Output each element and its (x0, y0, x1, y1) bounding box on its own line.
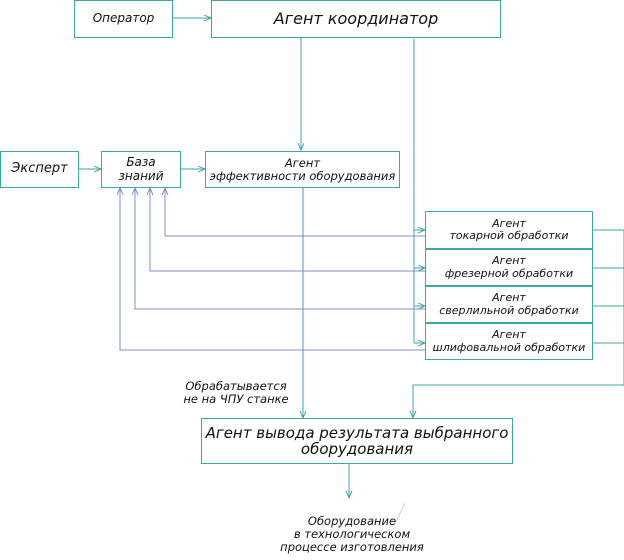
label-not-cnc-line2: не на ЧПУ станке (183, 392, 289, 407)
node-turning-line2: токарной обработки (449, 229, 569, 242)
node-expert-label: Эксперт (11, 161, 68, 177)
node-coordinator-label: Агент координатор (273, 9, 439, 29)
node-knowledge-base: База знаний (101, 151, 181, 188)
node-drilling-agent: Агент сверлильной обработки (425, 286, 593, 323)
label-result-line2: в технологическом (293, 527, 411, 542)
kb-line-milling (150, 188, 425, 272)
node-output-line1: Агент вывода результата выбранного (205, 423, 509, 442)
node-expert: Эксперт (0, 151, 79, 188)
node-grinding-agent: Агент шлифовальной обработки (425, 323, 593, 360)
arrow-return-to-output (413, 384, 624, 418)
node-turning-line1: Агент (492, 216, 526, 230)
node-drilling-line2: сверлильной обработки (439, 303, 579, 317)
check-mark-icon (390, 502, 406, 526)
label-result: Оборудование в технологическом процессе … (262, 514, 442, 555)
node-operator-label: Оператор (92, 11, 155, 26)
kb-line-turning (165, 188, 425, 237)
node-operator: Оператор (74, 0, 173, 38)
node-efficiency-line1: Агент (284, 155, 321, 170)
node-drilling-line1: Агент (492, 291, 526, 305)
return-line-right (593, 229, 624, 385)
node-milling-line1: Агент (492, 254, 526, 268)
node-grinding-line2: шлифовальной обработки (432, 340, 586, 354)
node-output-line2: оборудования (300, 440, 414, 458)
label-not-cnc-line1: Обрабатывается (185, 379, 287, 393)
node-turning-agent: Агент токарной обработки (425, 211, 593, 249)
node-milling-agent: Агент фрезерной обработки (425, 249, 593, 286)
node-milling-line2: фрезерной обработки (444, 266, 574, 280)
node-knowledge-base-label: База знаний (118, 155, 164, 183)
node-output-agent: Агент вывода результата выбранного обору… (201, 418, 513, 464)
node-grinding-line1: Агент (492, 328, 526, 342)
node-efficiency-line2: эффективности оборудования (209, 168, 396, 183)
node-efficiency-agent: Агент эффективности оборудования (205, 151, 400, 188)
label-not-cnc: Обрабатывается не на ЧПУ станке (172, 379, 300, 407)
label-result-line3: процессе изготовления (280, 540, 424, 555)
kb-line-grinding (120, 188, 425, 351)
kb-line-drilling (135, 188, 425, 310)
node-coordinator: Агент координатор (211, 0, 501, 38)
label-result-line1: Оборудование (307, 514, 397, 528)
